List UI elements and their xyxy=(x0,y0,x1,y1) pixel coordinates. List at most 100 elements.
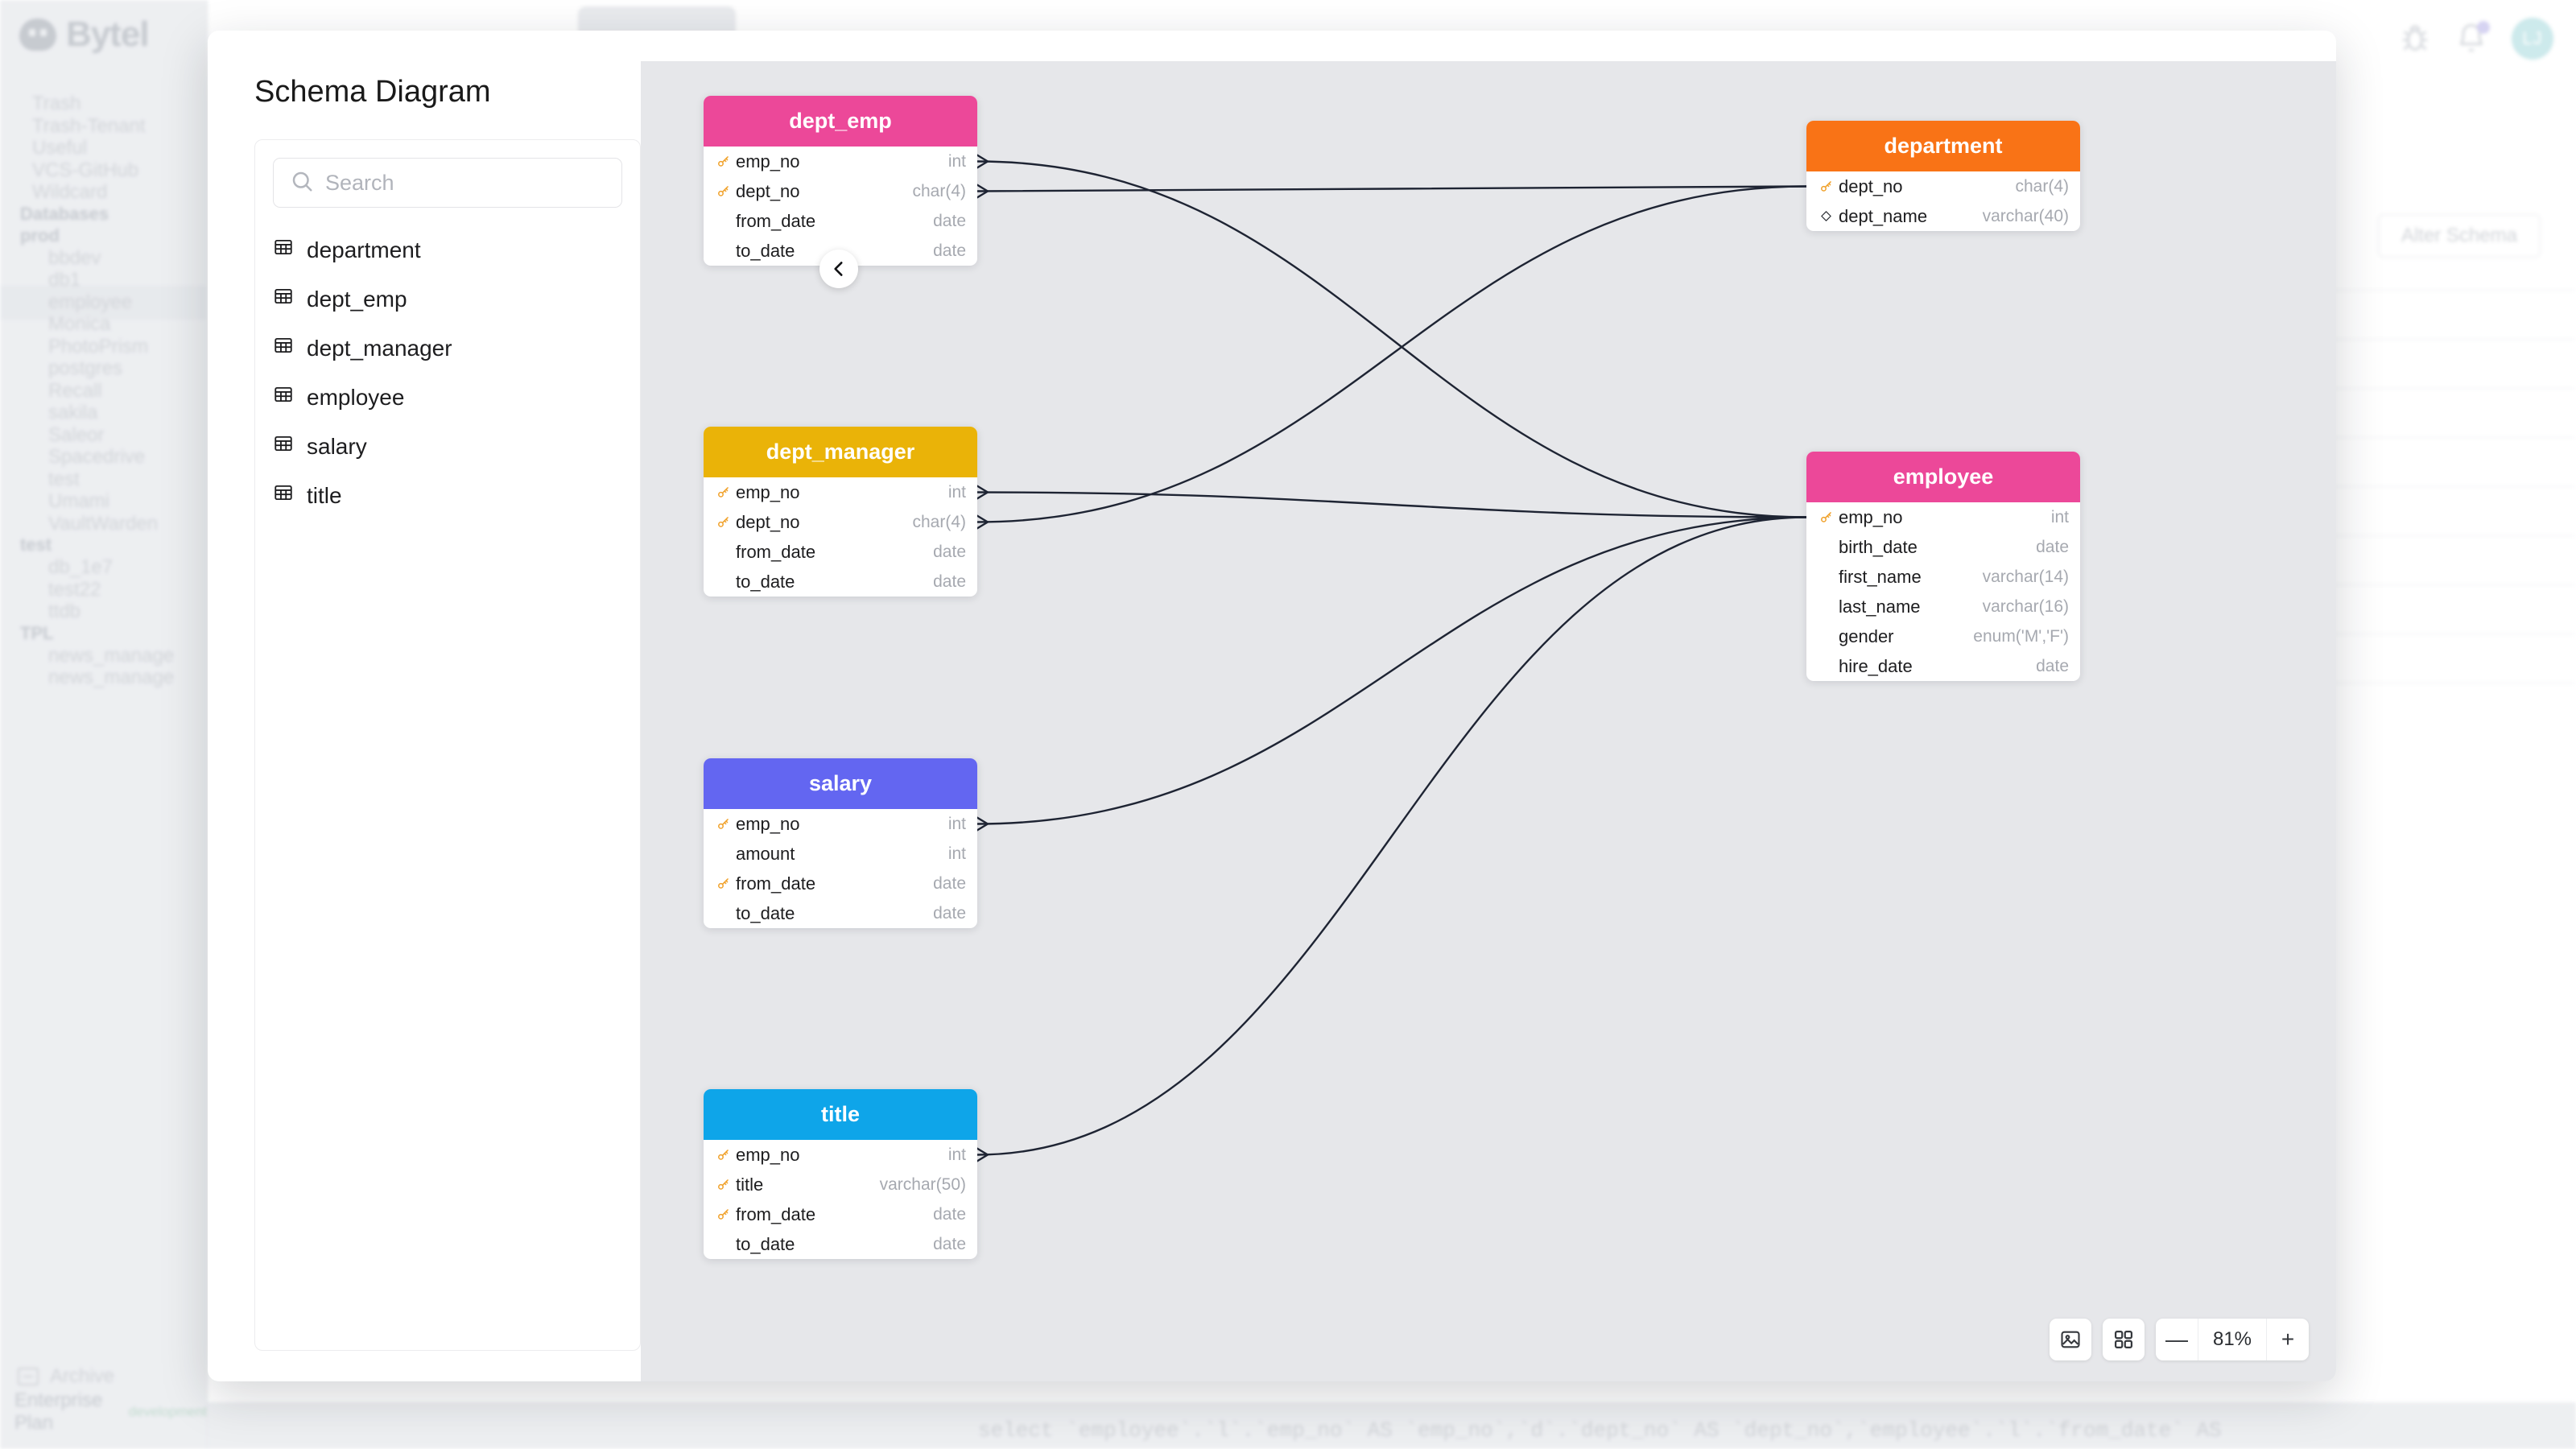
sidebar-item-postgres[interactable]: postgres xyxy=(0,352,208,386)
relationship-edge xyxy=(976,516,1807,1156)
sidebar-item-recall[interactable]: Recall xyxy=(0,374,208,408)
search-field[interactable] xyxy=(273,158,622,208)
table-icon xyxy=(273,237,294,263)
table-list-item[interactable]: salary xyxy=(255,422,640,471)
zoom-out-button[interactable]: — xyxy=(2165,1327,2188,1352)
bell-icon[interactable] xyxy=(2455,21,2490,55)
notification-badge xyxy=(2477,21,2490,34)
table-list-item[interactable]: dept_emp xyxy=(255,275,640,324)
sidebar-item-news-manage[interactable]: news_manage xyxy=(0,661,208,695)
column-type: date xyxy=(933,542,966,561)
sidebar-item-tpl: TPL xyxy=(0,617,208,650)
table-list-panel: department dept_emp dept_manager employeesa… xyxy=(254,139,641,1351)
column-name: gender xyxy=(1839,625,1894,646)
sidebar-item-umami[interactable]: Umami xyxy=(0,485,208,518)
avatar[interactable]: LJ xyxy=(2512,18,2553,60)
export-image-button[interactable] xyxy=(2050,1319,2091,1360)
table-list-item[interactable]: department xyxy=(255,225,640,275)
auto-layout-button[interactable] xyxy=(2103,1319,2145,1360)
sidebar-item-label: Databases xyxy=(20,203,109,224)
sidebar-item-spacedrive[interactable]: Spacedrive xyxy=(0,440,208,474)
table-list-item[interactable]: dept_manager xyxy=(255,324,640,373)
canvas-controls: — 81% + xyxy=(2050,1319,2309,1360)
app-logo: Bytel xyxy=(19,14,150,55)
column-type: date xyxy=(933,241,966,260)
sidebar-item-monica[interactable]: Monica xyxy=(0,308,208,341)
column-name: dept_no xyxy=(736,511,800,532)
zoom-in-button[interactable]: + xyxy=(2281,1327,2295,1352)
sidebar-item-trash-tenant[interactable]: Trash-Tenant xyxy=(0,109,208,143)
sidebar-item-label: test xyxy=(48,468,80,490)
table-icon xyxy=(273,384,294,411)
sidebar-item-useful[interactable]: Useful xyxy=(0,131,208,165)
sidebar-item-employee[interactable]: employee xyxy=(0,285,208,320)
sidebar-item-vaultwarden[interactable]: VaultWarden xyxy=(0,507,208,541)
relationship-arrowhead xyxy=(974,815,989,832)
primary-key-icon xyxy=(713,514,733,530)
table-list-item[interactable]: employee xyxy=(255,373,640,422)
column-name: title xyxy=(736,1174,764,1195)
sidebar-item-label: Monica xyxy=(48,313,111,335)
schema-node-title: title xyxy=(704,1089,977,1140)
table-list-item-label: dept_emp xyxy=(307,286,407,312)
sidebar-item-test[interactable]: test xyxy=(0,463,208,497)
sidebar-item-sakila[interactable]: sakila xyxy=(0,396,208,430)
bug-icon[interactable] xyxy=(2399,23,2431,55)
plan-indicator: Enterprise Plan development xyxy=(14,1389,207,1435)
sidebar-item-archive[interactable]: Archive xyxy=(18,1365,114,1388)
sidebar-item-saleor[interactable]: Saleor xyxy=(0,419,208,452)
sidebar-item-news-manage[interactable]: news_manage xyxy=(0,639,208,673)
sidebar-item-db-1e7[interactable]: db_1e7 xyxy=(0,551,208,584)
sidebar-item-wildcard[interactable]: Wildcard xyxy=(0,175,208,209)
relationship-edges xyxy=(974,153,1807,1163)
sidebar-item-test22[interactable]: test22 xyxy=(0,573,208,607)
relationship-arrowhead xyxy=(974,484,989,501)
table-list-item[interactable]: title xyxy=(255,471,640,520)
zoom-level-label[interactable]: 81% xyxy=(2198,1319,2267,1360)
sidebar-item-ttdb[interactable]: ttdb xyxy=(0,595,208,629)
collapse-panel-button[interactable] xyxy=(819,250,858,288)
sidebar-item-photoprism[interactable]: PhotoPrism xyxy=(0,330,208,364)
alter-schema-button[interactable]: Alter Schema xyxy=(2377,214,2541,258)
schema-node-title: dept_manager xyxy=(704,427,977,477)
sidebar-item-bbdev[interactable]: bbdev xyxy=(0,242,208,275)
sidebar-item-vcs-github[interactable]: VCS-GitHub xyxy=(0,154,208,188)
search-input[interactable] xyxy=(325,170,605,196)
relationship-edge xyxy=(976,160,1807,518)
table-list-item-label: dept_manager xyxy=(307,335,452,361)
sidebar-item-trash[interactable]: Trash xyxy=(0,87,208,121)
primary-key-icon xyxy=(713,876,733,891)
